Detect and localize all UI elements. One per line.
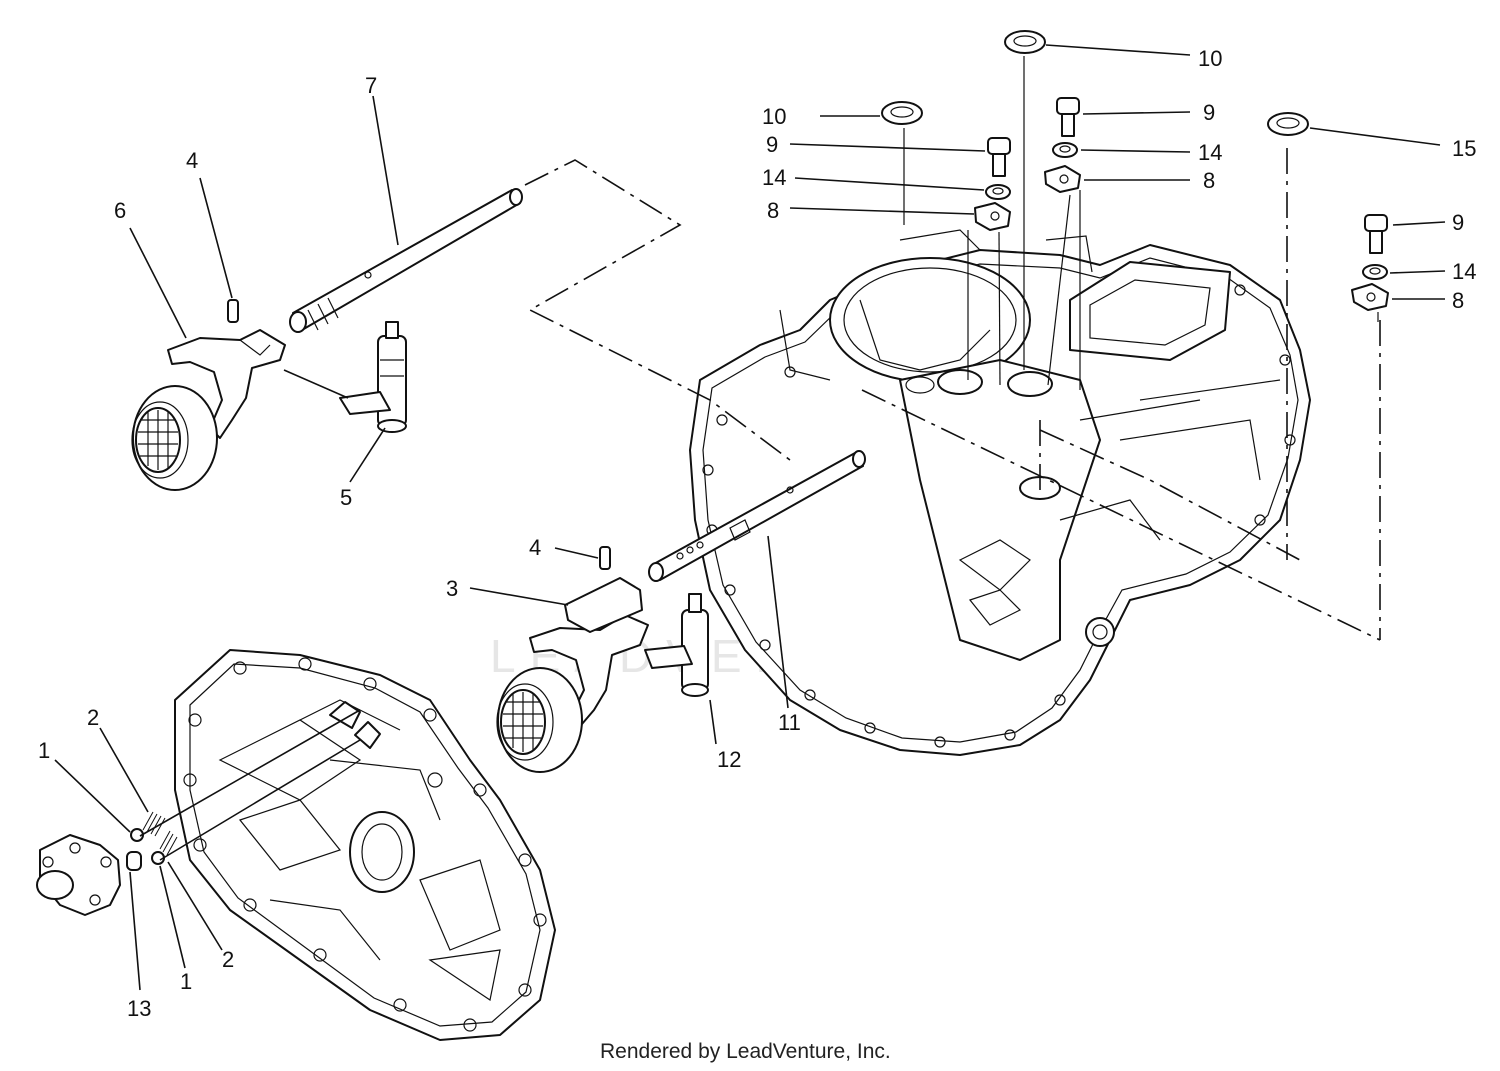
washer-14-left [985,184,1011,200]
callout-2: 2 [87,705,99,730]
callout-4: 4 [529,535,541,560]
alignment-lines [524,56,1381,641]
callout-12: 12 [717,747,741,772]
callout-9: 9 [1452,210,1464,235]
rear-cover [174,649,556,1041]
callout-10: 10 [762,104,786,129]
callout-15: 15 [1452,136,1476,161]
oil-seal-10-top [1004,30,1046,54]
callout-14: 14 [1452,259,1476,284]
oil-seal-10-left [881,101,923,125]
callout-13: 13 [127,996,151,1021]
oil-seal-15 [1267,112,1309,136]
washer-14-middle [1052,142,1078,158]
callout-5: 5 [340,485,352,510]
bolt-9-middle [1056,97,1080,137]
bolt-9-right [1364,214,1388,254]
callout-9: 9 [1203,100,1215,125]
shift-fork-lower [529,546,649,725]
callout-8: 8 [767,198,779,223]
callout-6: 6 [114,198,126,223]
callout-11: 11 [778,710,801,735]
callout-10: 10 [1198,46,1222,71]
shift-arm-lower [644,593,709,697]
callout-3: 3 [446,576,458,601]
callout-9: 9 [766,132,778,157]
sleeve-collar-upper [131,385,218,491]
detent-cap [36,834,142,916]
callout-labels: 7 4 6 5 10 10 9 9 9 14 14 14 8 8 8 15 4 … [38,46,1476,1021]
credit-text: Rendered by LeadVenture, Inc. [600,1040,891,1063]
callout-8: 8 [1203,168,1215,193]
plate-8-left [974,202,1011,231]
sleeve-collar-lower [496,667,583,773]
shift-fork-upper [167,299,286,439]
callout-4: 4 [186,148,198,173]
bolt-9-left [987,137,1011,177]
callout-14: 14 [1198,140,1222,165]
plate-8-right [1351,283,1389,311]
shift-rod-upper [289,188,523,333]
callout-2: 2 [222,947,234,972]
callout-7: 7 [365,73,377,98]
detent-balls-springs [130,709,361,865]
shift-rod-lower [648,450,866,582]
callout-1: 1 [180,969,192,994]
leader-lines [54,44,1446,991]
callout-1: 1 [38,738,50,763]
callout-8: 8 [1452,288,1464,313]
plate-8-middle [1044,165,1081,193]
shift-arm-upper [339,321,407,433]
callout-14: 14 [762,165,786,190]
washer-14-right [1362,264,1388,280]
